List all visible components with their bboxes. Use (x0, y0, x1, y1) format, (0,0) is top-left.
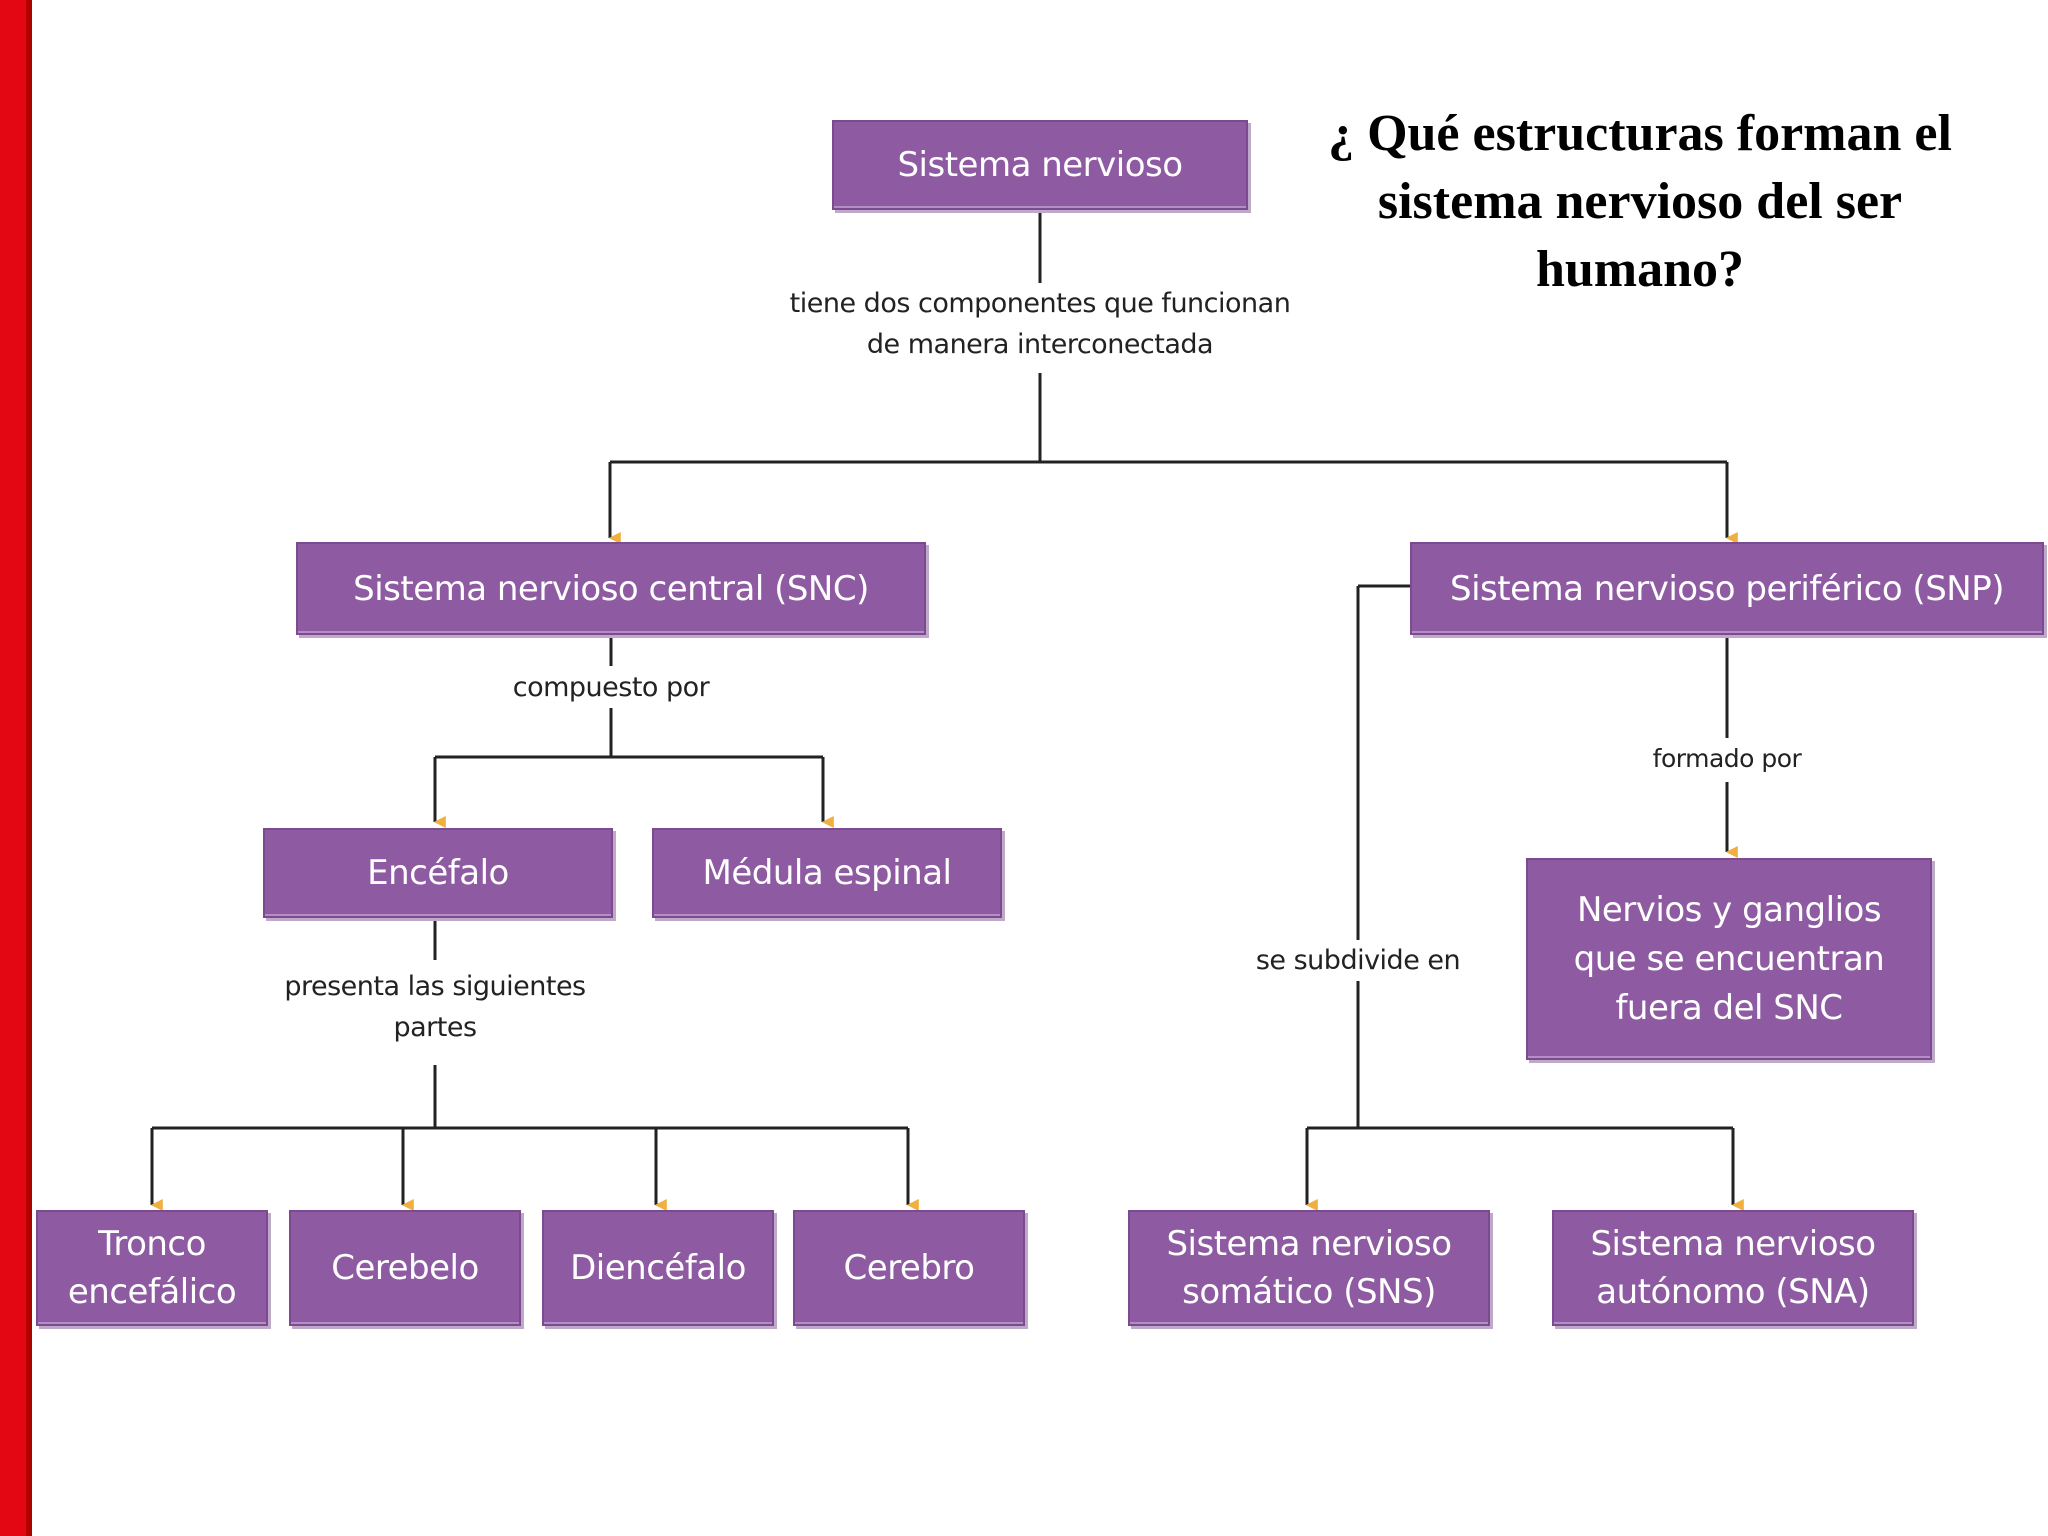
node-diencefalo: Diencéfalo (542, 1210, 774, 1326)
page-title: ¿ Qué estructuras forman el sistema nerv… (1328, 105, 1952, 298)
node-snp: Sistema nervioso periférico (SNP) (1410, 542, 2044, 635)
node-sns: Sistema nervioso somático (SNS) (1128, 1210, 1490, 1326)
node-cerebelo: Cerebelo (289, 1210, 521, 1326)
node-medula-espinal: Médula espinal (652, 828, 1002, 918)
link-formado-por: formado por (1627, 738, 1827, 779)
link-se-subdivide-en: se subdivide en (1238, 940, 1478, 981)
link-tiene-dos-componentes: tiene dos componentes que funcionan de m… (780, 283, 1300, 365)
node-nervios-ganglios: Nervios y ganglios que se encuentran fue… (1526, 858, 1932, 1060)
node-sna: Sistema nervioso autónomo (SNA) (1552, 1210, 1914, 1326)
node-tronco-encefalico: Tronco encefálico (36, 1210, 268, 1326)
node-snc: Sistema nervioso central (SNC) (296, 542, 926, 635)
link-presenta-partes: presenta las siguientes partes (275, 966, 595, 1048)
node-sistema-nervioso: Sistema nervioso (832, 120, 1248, 210)
node-cerebro: Cerebro (793, 1210, 1025, 1326)
link-compuesto-por: compuesto por (481, 667, 741, 708)
node-encefalo: Encéfalo (263, 828, 613, 918)
accent-bar-edge (26, 0, 32, 1536)
